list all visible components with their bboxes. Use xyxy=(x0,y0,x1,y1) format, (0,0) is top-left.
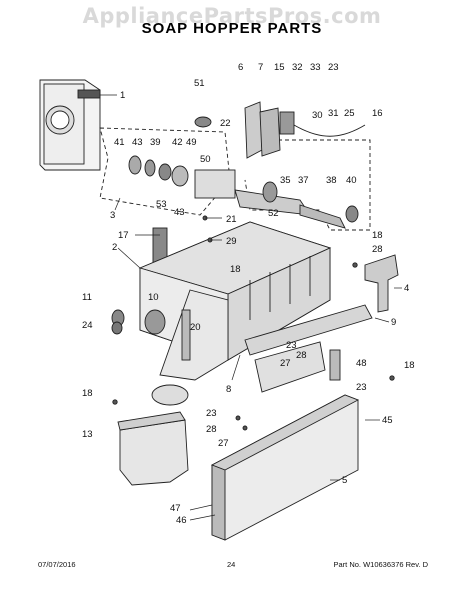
callout-43b: 43 xyxy=(174,207,185,218)
callout-18a: 18 xyxy=(372,230,383,241)
callout-45: 45 xyxy=(382,415,393,426)
callout-15: 15 xyxy=(274,62,285,73)
callout-51: 51 xyxy=(194,78,205,89)
callout-9: 9 xyxy=(391,317,396,328)
callout-23a: 23 xyxy=(328,62,339,73)
callout-21: 21 xyxy=(226,214,237,225)
fasteners xyxy=(112,215,395,431)
callout-22: 22 xyxy=(220,118,231,129)
motor-pieces xyxy=(111,309,191,361)
watermark: AppliancePartsPros.com xyxy=(82,4,382,28)
callout-39: 39 xyxy=(150,137,161,148)
callout-27a: 27 xyxy=(280,358,291,369)
callout-43a: 43 xyxy=(132,137,143,148)
callout-20: 20 xyxy=(190,322,201,333)
callout-31: 31 xyxy=(328,108,339,119)
callout-11: 11 xyxy=(82,292,92,303)
callout-49: 49 xyxy=(186,137,197,148)
callout-24a: 24 xyxy=(82,320,93,331)
footer-page: 24 xyxy=(227,560,236,569)
callout-labels: 1 2 3 4 5 6 7 8 9 10 11 13 15 16 17 18 1… xyxy=(82,62,415,526)
callout-23d: 23 xyxy=(206,408,217,419)
callout-32: 32 xyxy=(292,62,303,73)
callout-2: 2 xyxy=(112,242,117,253)
callout-50: 50 xyxy=(200,154,211,165)
footer-date: 07/07/2016 xyxy=(38,560,76,569)
callout-30: 30 xyxy=(312,110,323,121)
front-panels xyxy=(210,394,360,541)
callout-16: 16 xyxy=(372,108,383,119)
callout-1: 1 xyxy=(120,90,125,101)
callout-40: 40 xyxy=(346,175,357,186)
leader-lines xyxy=(100,94,402,521)
washer-machine xyxy=(39,79,101,171)
callout-53: 53 xyxy=(156,199,167,210)
callout-23b: 23 xyxy=(286,340,297,351)
callout-28b: 28 xyxy=(296,350,307,361)
bracket xyxy=(364,254,399,313)
callout-25: 25 xyxy=(344,108,355,119)
callout-4: 4 xyxy=(404,283,409,294)
group-3-outline xyxy=(99,127,231,216)
callout-35: 35 xyxy=(280,175,291,186)
callout-23c: 23 xyxy=(356,382,367,393)
callout-29: 29 xyxy=(226,236,237,247)
callout-17: 17 xyxy=(118,230,129,241)
rail xyxy=(244,304,373,356)
callout-18d: 18 xyxy=(404,360,415,371)
callout-3: 3 xyxy=(110,210,115,221)
callout-8: 8 xyxy=(226,384,231,395)
callout-38: 38 xyxy=(326,175,337,186)
hopper-tray xyxy=(117,411,189,486)
hopper-shaft-assembly xyxy=(128,116,359,229)
callout-27b: 27 xyxy=(218,438,229,449)
callout-10: 10 xyxy=(148,292,159,303)
callout-48: 48 xyxy=(356,358,367,369)
callout-6: 6 xyxy=(238,62,243,73)
callout-18c: 18 xyxy=(82,388,93,399)
callout-13: 13 xyxy=(82,429,93,440)
group-16-outline xyxy=(244,139,371,231)
switch-plates xyxy=(244,101,366,159)
callout-37: 37 xyxy=(298,175,309,186)
callout-33: 33 xyxy=(310,62,321,73)
callout-7: 7 xyxy=(258,62,263,73)
callout-41: 41 xyxy=(114,137,125,148)
callout-52: 52 xyxy=(268,208,279,219)
callout-47: 47 xyxy=(170,503,181,514)
callout-5: 5 xyxy=(342,475,347,486)
clip xyxy=(329,349,341,381)
callout-28a: 28 xyxy=(372,244,383,255)
page-title: SOAP HOPPER PARTS xyxy=(141,20,323,37)
callout-46: 46 xyxy=(176,515,187,526)
footer-part-number: Part No. W10636376 Rev. D xyxy=(333,560,429,569)
callout-42: 42 xyxy=(172,137,183,148)
callout-28c: 28 xyxy=(206,424,217,435)
bar xyxy=(254,341,326,393)
callout-18b: 18 xyxy=(230,264,241,275)
soap-hopper-box xyxy=(138,221,332,406)
